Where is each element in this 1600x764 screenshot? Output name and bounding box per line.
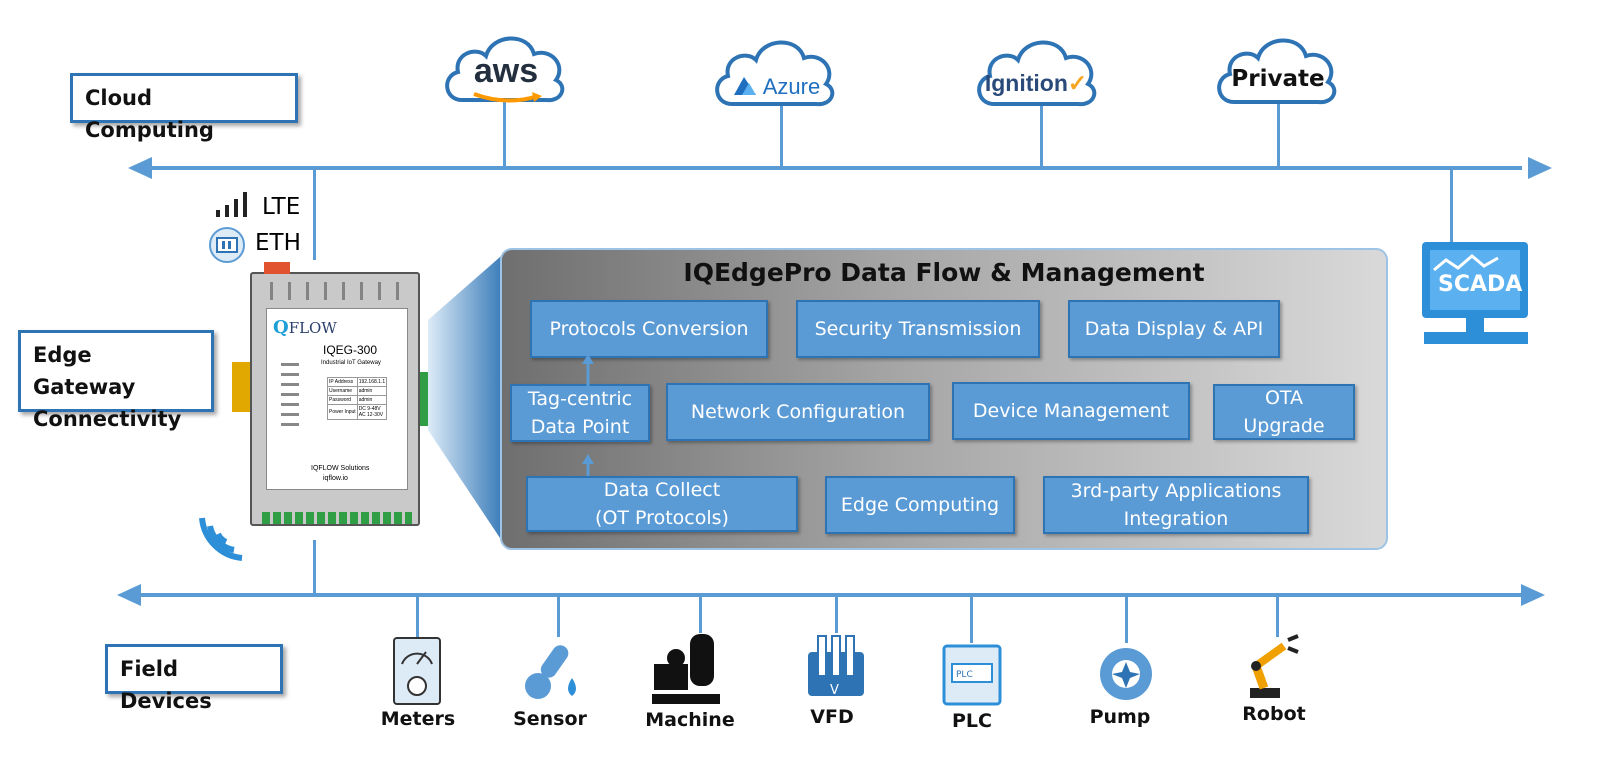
gateway-footer-url: iqflow.io: [323, 475, 348, 482]
meters-label: Meters: [380, 708, 456, 730]
private-cloud-label: Private: [1231, 66, 1325, 92]
gateway-footer-company: IQFLOW Solutions: [311, 465, 370, 472]
ota-upgrade-block: OTA Upgrade: [1213, 384, 1355, 440]
machine-connector: [699, 597, 702, 633]
qflow-logo: QFLOW: [273, 317, 337, 338]
pump-icon: [1100, 648, 1152, 700]
data-collect-block: Data Collect (OT Protocols): [526, 476, 798, 532]
third-party-integration-block: 3rd-party Applications Integration: [1043, 476, 1309, 534]
field-bus: [138, 593, 1524, 597]
sensor-connector: [557, 597, 560, 637]
plc-connector: [970, 597, 973, 643]
robot-connector: [1276, 597, 1279, 637]
meter-icon: [393, 637, 441, 705]
field-bus-arrows: [117, 584, 1545, 606]
meters-connector: [416, 597, 419, 637]
lte-label: LTE: [262, 194, 301, 220]
robot-label: Robot: [1242, 703, 1306, 725]
vfd-connector: [835, 597, 838, 633]
pump-label: Pump: [1089, 706, 1151, 728]
aws-connector: [503, 100, 506, 168]
azure-cloud-icon: [715, 40, 835, 107]
azure-connector: [780, 104, 783, 168]
vfd-label: VFD: [810, 706, 854, 728]
machine-icon: [652, 634, 720, 704]
data-display-api-block: Data Display & API: [1068, 300, 1280, 358]
machine-label: Machine: [645, 709, 735, 731]
network-configuration-block: Network Configuration: [666, 383, 930, 441]
flow-arrows: [582, 354, 594, 476]
svg-text:PLC: PLC: [956, 670, 973, 680]
tag-centric-block: Tag-centric Data Point: [510, 384, 650, 442]
plc-icon: PLC: [942, 644, 1002, 706]
plc-label: PLC: [952, 710, 992, 732]
wifi-icon: [199, 517, 243, 561]
projection-funnel: [428, 250, 508, 550]
robot-arm-icon: [1250, 634, 1299, 698]
panel-title: IQEdgePro Data Flow & Management: [683, 258, 1205, 287]
cloud-computing-label: Cloud Computing: [70, 73, 298, 142]
sensor-label: Sensor: [513, 708, 587, 730]
eth-label: ETH: [255, 230, 301, 256]
pump-connector: [1125, 597, 1128, 643]
ethernet-icon: [209, 227, 245, 263]
gateway-device: QFLOW IQEG-300 Industrial IoT Gateway IP…: [250, 262, 420, 526]
din-rail-clip: [232, 362, 250, 412]
top-ports: [270, 282, 408, 300]
ignition-connector: [1040, 104, 1043, 168]
signal-icon: [216, 192, 247, 217]
power-connector: [264, 262, 290, 274]
scada-label: SCADA: [1438, 272, 1523, 297]
edge-gateway-label: Edge Gateway Connectivity: [18, 330, 214, 431]
aws-cloud-icon: [445, 36, 565, 103]
edge-computing-block: Edge Computing: [825, 476, 1015, 534]
sensor-icon: [525, 645, 576, 699]
status-leds: [281, 363, 299, 429]
gateway-up-connector: [313, 168, 316, 260]
side-connector: [420, 372, 430, 426]
protocols-conversion-block: Protocols Conversion: [530, 300, 768, 358]
gateway-face: QFLOW IQEG-300 Industrial IoT Gateway IP…: [266, 308, 408, 490]
gateway-down-connector: [313, 540, 316, 595]
cloud-bus: [148, 166, 1522, 170]
scada-connector: [1450, 168, 1453, 242]
field-devices-label: Field Devices: [105, 644, 283, 713]
private-connector: [1277, 100, 1280, 168]
ignition-logo: Ignition✓: [984, 70, 1088, 96]
scada-monitor-icon: [1422, 242, 1528, 344]
gateway-subtitle: Industrial IoT Gateway: [321, 360, 381, 366]
security-transmission-block: Security Transmission: [796, 300, 1040, 358]
svg-text:V: V: [830, 683, 839, 698]
vfd-icon: V: [808, 635, 864, 698]
aws-logo: aws: [436, 52, 576, 103]
azure-logo: Azure: [706, 74, 846, 100]
ignition-cloud-icon: [977, 40, 1097, 107]
private-cloud-icon: [1217, 38, 1337, 105]
cloud-bus-arrows: [128, 157, 1552, 179]
device-management-block: Device Management: [952, 382, 1190, 440]
gateway-model: IQEG-300: [323, 343, 378, 357]
terminal-block: [262, 512, 412, 524]
